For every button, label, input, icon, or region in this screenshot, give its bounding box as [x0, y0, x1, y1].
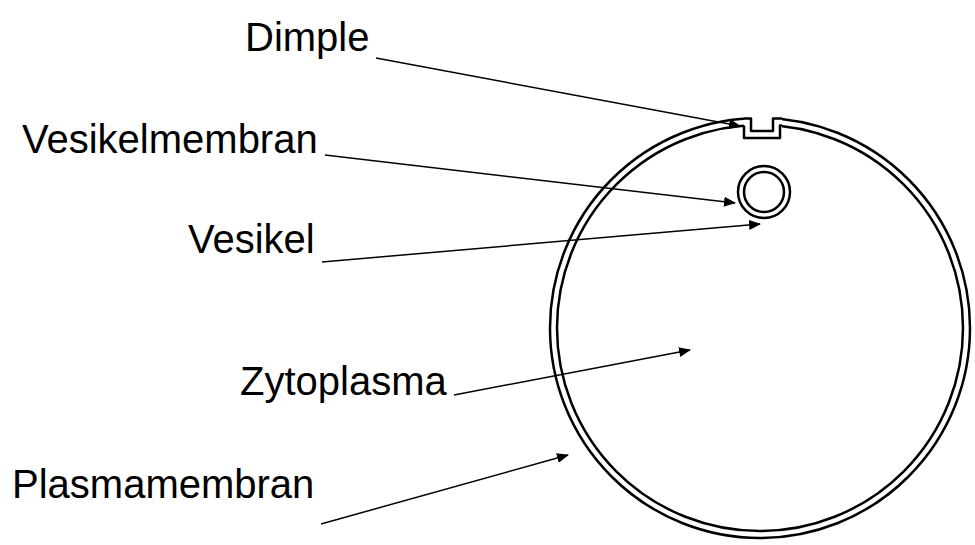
dimple-inner	[744, 126, 782, 138]
leader-line	[454, 350, 690, 395]
plasma-membrane-outer	[550, 118, 970, 538]
part-label: Vesikel	[188, 216, 315, 262]
leader-line	[325, 155, 735, 203]
plasma-membrane-inner	[557, 125, 963, 531]
vesicle-membrane-outer	[738, 166, 790, 218]
part-label: Dimple	[245, 14, 369, 60]
leader-line	[376, 58, 740, 126]
vesicle-membrane-inner	[744, 172, 784, 212]
leader-line	[322, 224, 760, 262]
part-label: Plasmamembran	[12, 461, 314, 507]
part-label: Zytoplasma	[240, 358, 447, 404]
part-label: Vesikelmembran	[22, 116, 318, 162]
leader-line	[321, 455, 568, 524]
dimple-outer	[744, 119, 782, 131]
